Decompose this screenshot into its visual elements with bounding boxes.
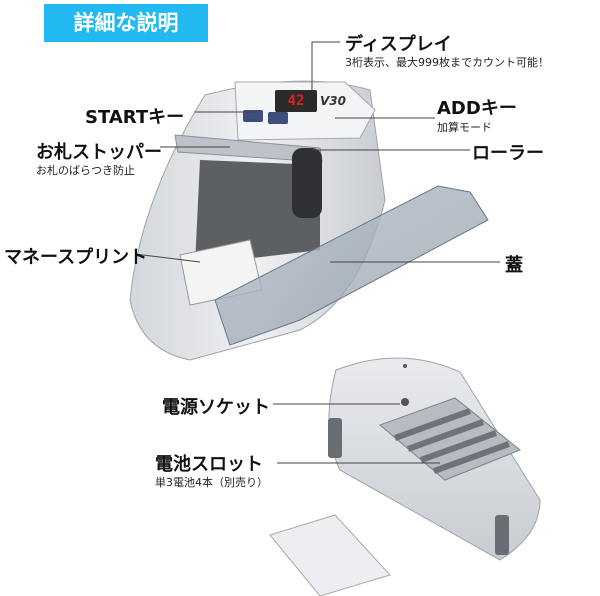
display-sublabel: 3桁表示、最大999枚までカウント可能！ — [345, 56, 549, 69]
page-title: 詳細な説明 — [73, 11, 179, 35]
start-button-shape — [243, 110, 263, 122]
power-socket-label: 電源ソケット — [162, 397, 270, 418]
add-key-sublabel: 加算モード — [437, 121, 492, 134]
power-socket-hole — [401, 398, 409, 406]
lid-shape — [214, 185, 489, 346]
display-screen — [275, 90, 317, 112]
counter-top-device — [129, 80, 489, 361]
lid-label: 蓋 — [505, 255, 523, 276]
add-key-label: ADDキー — [437, 98, 517, 119]
model-name: V30 — [320, 94, 346, 108]
display-label: ディスプレイ — [345, 34, 452, 55]
roller-shape — [292, 148, 322, 218]
callout-lines — [134, 41, 500, 464]
bottom-device-view — [328, 357, 541, 561]
battery-cover — [269, 514, 391, 596]
money-sprint-label: マネースプリント — [4, 247, 148, 268]
battery-slot-label: 電池スロット — [155, 454, 263, 475]
title-banner: 詳細な説明 — [44, 4, 208, 42]
bill-stopper-sublabel: お札のばらつき防止 — [36, 164, 135, 177]
battery-slot-sublabel: 単3電池4本（別売り） — [155, 476, 268, 489]
display-value: 42 — [287, 93, 305, 109]
add-button-shape — [268, 112, 288, 124]
bill-stopper-label: お札ストッパー — [36, 142, 162, 163]
roller-label: ローラー — [472, 143, 544, 164]
start-key-label: STARTキー — [85, 107, 185, 128]
